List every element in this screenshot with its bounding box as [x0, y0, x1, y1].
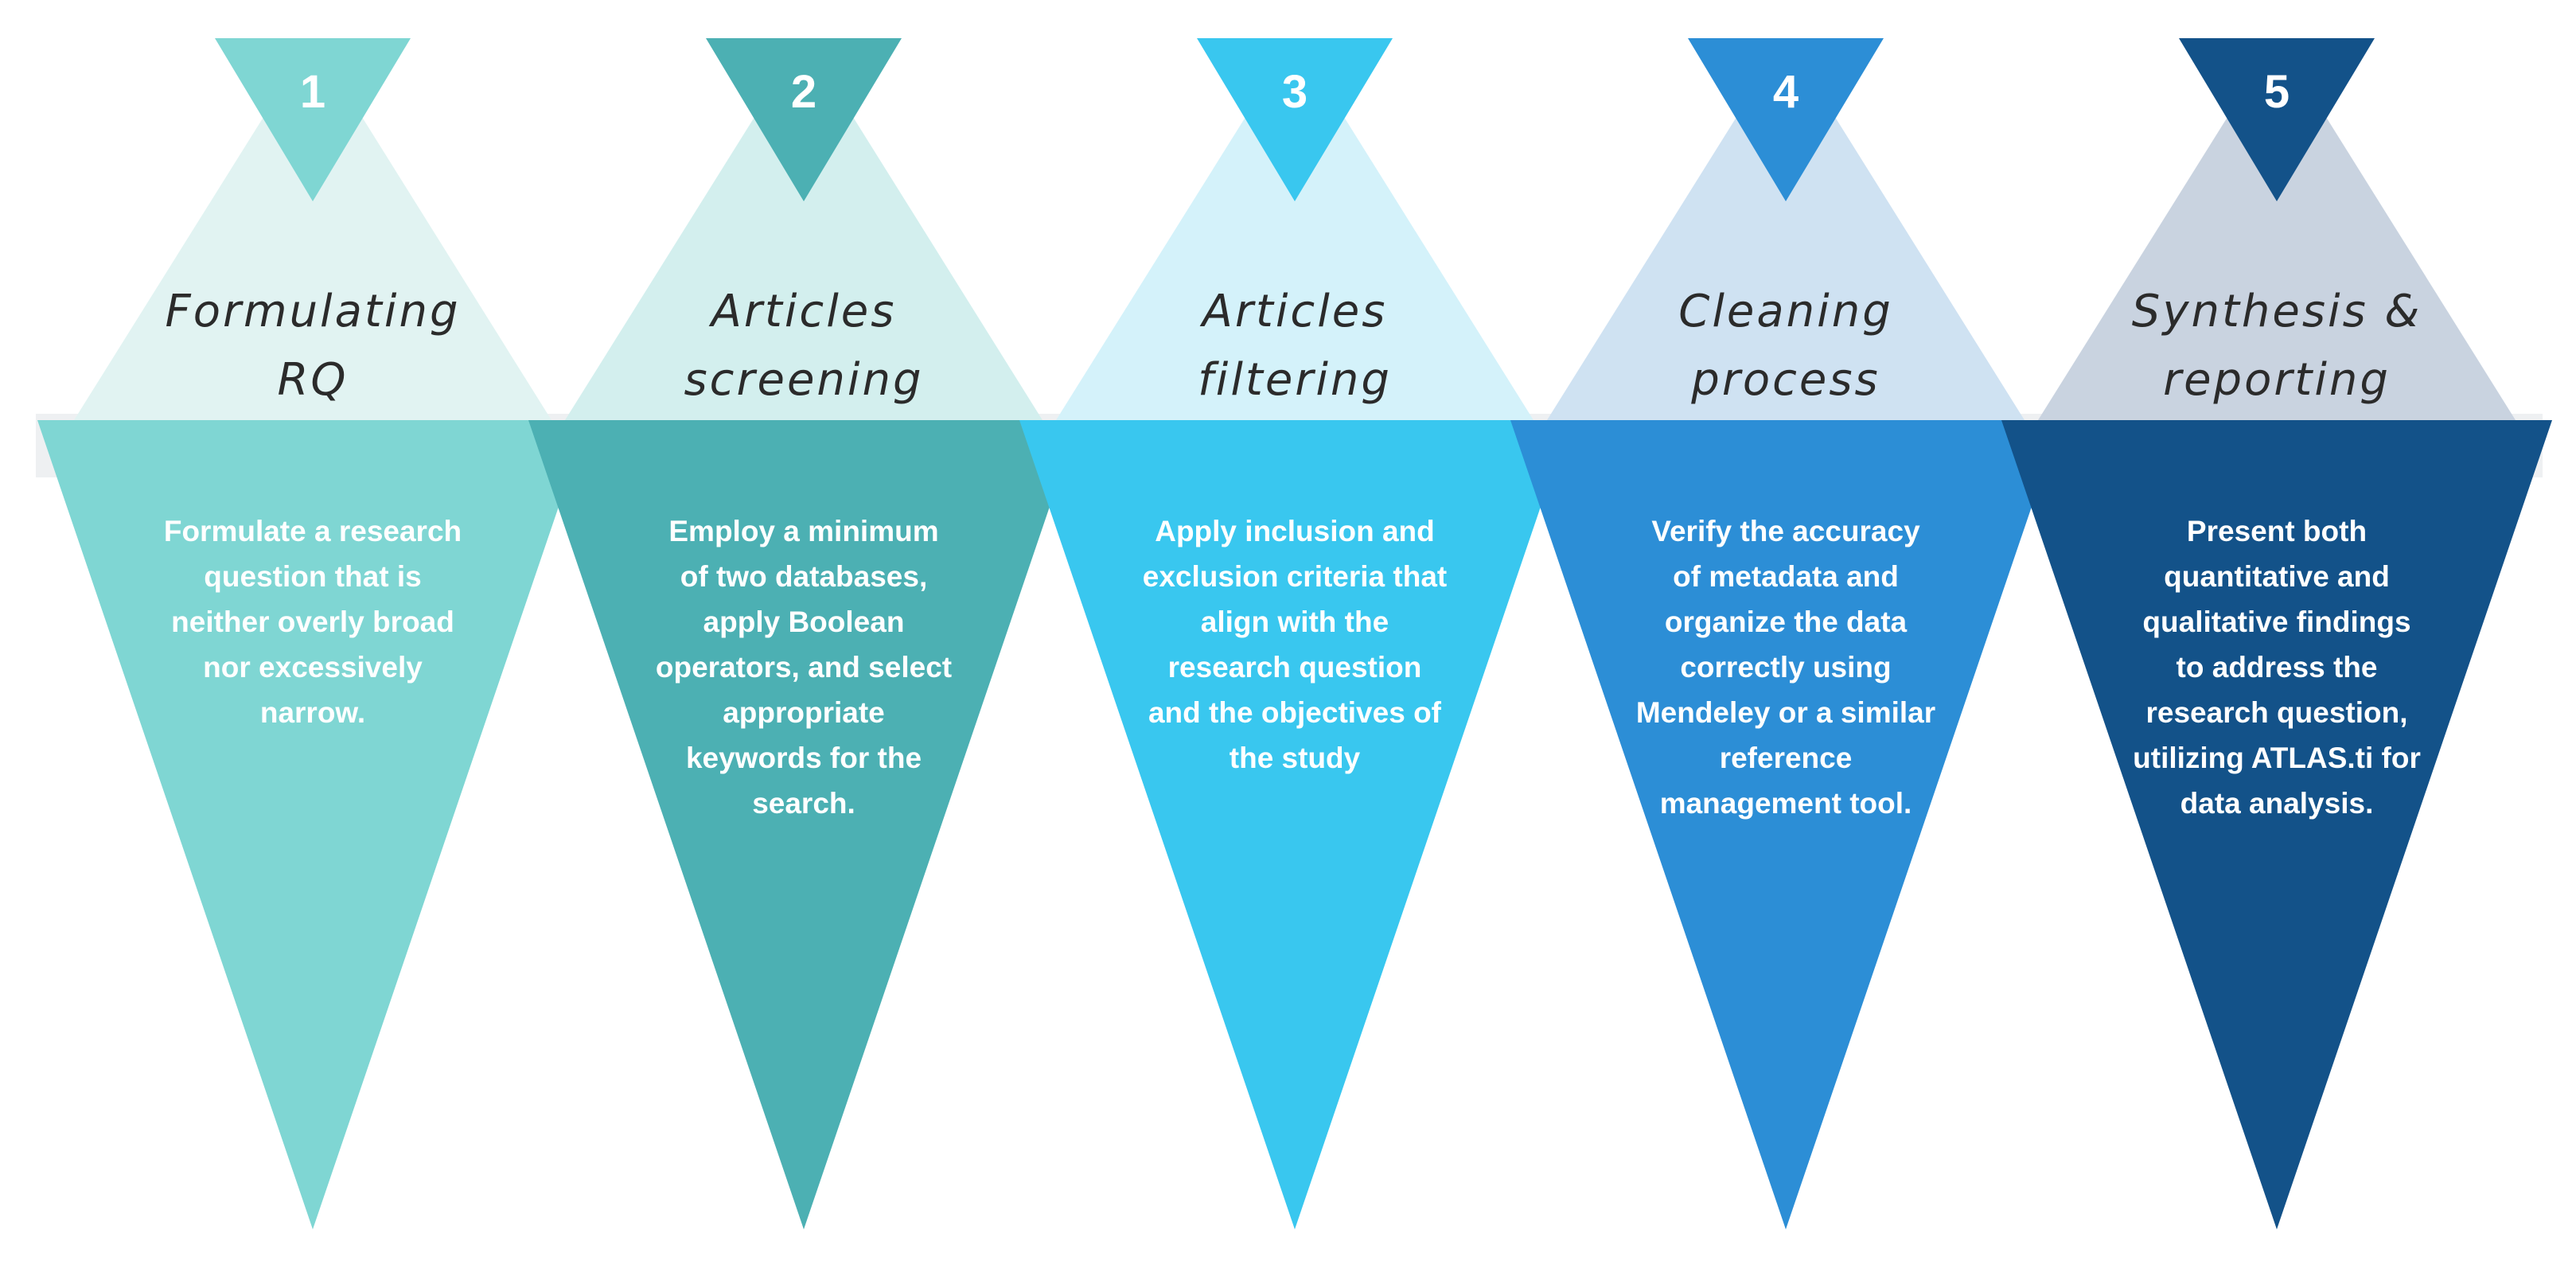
step-description-line: Employ a minimum — [668, 515, 938, 547]
step-number: 5 — [2264, 66, 2290, 118]
step-description-line: neither overly broad — [171, 606, 454, 638]
step-description-line: align with the — [1201, 606, 1389, 638]
step-description-line: organize the data — [1665, 606, 1908, 638]
step-description-line: qualitative findings — [2142, 606, 2410, 638]
step-description-line: of two databases, — [680, 560, 927, 593]
step-description-line: Formulate a research — [164, 515, 462, 547]
title-triangle — [565, 38, 1042, 420]
description-triangle — [37, 420, 588, 1229]
step-description-line: and the objectives of — [1148, 696, 1442, 729]
step-description-line: research question — [1168, 651, 1422, 684]
number-triangle — [706, 38, 902, 201]
step-description-line: the study — [1230, 742, 1361, 774]
step-description-line: narrow. — [260, 696, 365, 729]
number-triangle — [215, 38, 411, 201]
step-description-line: search. — [752, 787, 855, 820]
title-triangle — [2038, 38, 2516, 420]
title-triangle — [1547, 38, 2025, 420]
step-title-line: process — [1690, 354, 1880, 406]
step-title-line: Cleaning — [1678, 286, 1893, 337]
step-title-line: Articles — [1200, 286, 1388, 337]
step-description-line: Present both — [2187, 515, 2367, 547]
step-description-line: appropriate — [723, 696, 885, 729]
number-triangle — [1197, 38, 1393, 201]
step-description-line: question that is — [204, 560, 421, 593]
step-description-line: reference — [1720, 742, 1853, 774]
step-title-line: RQ — [278, 354, 349, 406]
step-description-line: apply Boolean — [703, 606, 905, 638]
step-description-line: nor excessively — [203, 651, 423, 684]
step-title-line: reporting — [2163, 354, 2391, 406]
step-title-line: Formulating — [166, 286, 461, 337]
description-triangle — [2001, 420, 2552, 1229]
number-triangle — [2179, 38, 2375, 201]
description-triangle — [1019, 420, 1570, 1229]
step-title-line: Synthesis & — [2132, 286, 2422, 337]
step-description-line: keywords for the — [686, 742, 922, 774]
title-triangle — [74, 38, 551, 420]
step-number: 2 — [791, 66, 816, 118]
step-description-line: utilizing ATLAS.ti for — [2133, 742, 2421, 774]
description-triangle — [528, 420, 1079, 1229]
step-description-line: correctly using — [1680, 651, 1891, 684]
step-number: 3 — [1282, 66, 1307, 118]
step-description-line: of metadata and — [1673, 560, 1899, 593]
step-description-line: Mendeley or a similar — [1636, 696, 1935, 729]
step-description-line: quantitative and — [2164, 560, 2390, 593]
step-description-line: Apply inclusion and — [1155, 515, 1435, 547]
step-title-line: filtering — [1198, 354, 1392, 406]
step-description-line: data analysis. — [2180, 787, 2374, 820]
step-description-line: Verify the accuracy — [1651, 515, 1920, 547]
step-description-line: operators, and select — [656, 651, 952, 684]
step-number: 1 — [300, 66, 325, 118]
step-description-line: exclusion criteria that — [1143, 560, 1447, 593]
description-triangle — [1510, 420, 2061, 1229]
step-number: 4 — [1773, 66, 1799, 118]
number-triangle — [1688, 38, 1884, 201]
step-title-line: Articles — [709, 286, 897, 337]
step-description-line: to address the — [2177, 651, 2378, 684]
step-title-line: screening — [684, 354, 924, 406]
title-triangle — [1056, 38, 1534, 420]
step-description-line: management tool. — [1660, 787, 1912, 820]
step-description-line: research question, — [2145, 696, 2407, 729]
